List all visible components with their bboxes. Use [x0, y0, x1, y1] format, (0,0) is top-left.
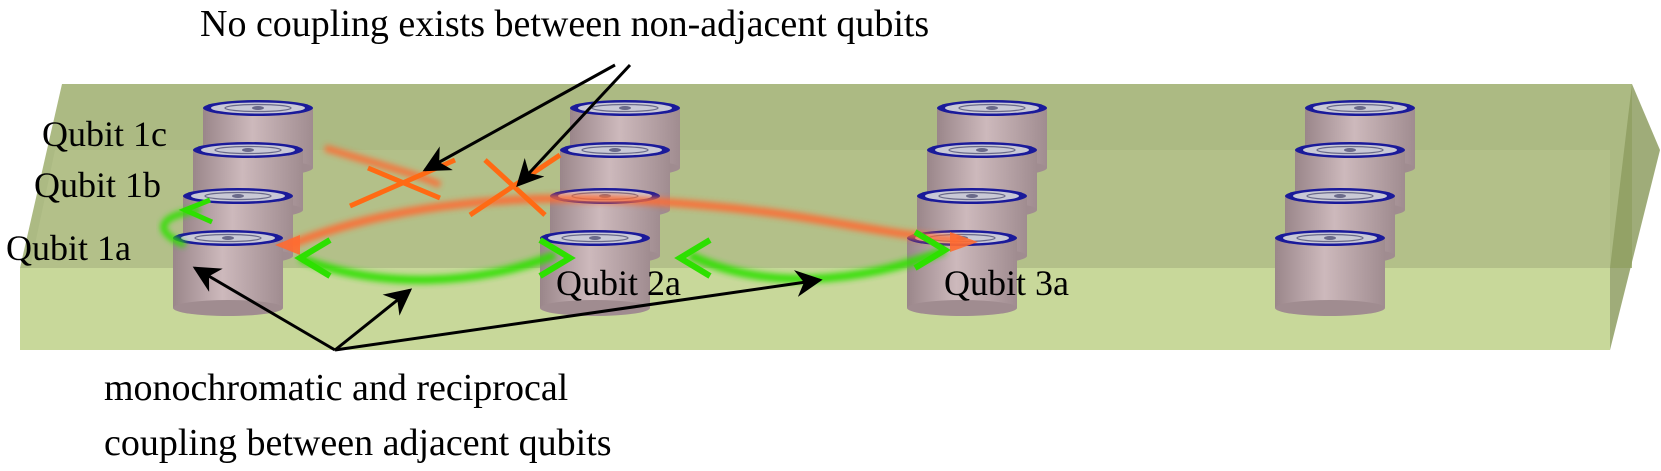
non-adjacent-coupling-paths: [275, 144, 978, 255]
label-qubit-3a: Qubit 3a: [944, 263, 1069, 303]
arrow-to-qubit-1a: [192, 266, 336, 352]
label-qubit-1a: Qubit 1a: [6, 228, 131, 268]
orange-path-1a-3a: [288, 194, 961, 249]
slab-side-face: [1610, 84, 1660, 350]
green-chevron-3: [674, 237, 712, 279]
arrow-to-green-path-2: [334, 270, 823, 352]
orange-arrowhead-left: [275, 235, 300, 255]
green-path-1a-2a: [298, 251, 557, 284]
qubit-cylinder: [173, 230, 283, 316]
qubit-cylinder: [1275, 230, 1385, 316]
label-qubit-2a: Qubit 2a: [556, 263, 681, 303]
green-chevron-2: [538, 237, 576, 279]
x-mark-icon: [468, 152, 562, 218]
orange-arrowhead-right: [950, 232, 978, 252]
arrow-to-cross-2: [516, 63, 632, 187]
orange-path-1c: [323, 144, 442, 189]
arrow-to-cross-1: [422, 63, 616, 172]
green-chevron-5: [178, 197, 214, 225]
slab-front-face: [20, 268, 1610, 350]
top-caption: No coupling exists between non-adjacent …: [200, 3, 929, 45]
label-qubit-1c: Qubit 1c: [42, 114, 167, 154]
annotation-arrows: [192, 63, 823, 352]
green-chevron-4: [913, 229, 951, 271]
arrow-to-green-path-1: [334, 288, 413, 352]
label-qubit-1b: Qubit 1b: [34, 165, 161, 205]
green-chevron-1: [294, 237, 332, 279]
bottom-caption-line2: coupling between adjacent qubits: [104, 422, 612, 464]
bottom-caption-line1: monochromatic and reciprocal: [104, 367, 568, 409]
